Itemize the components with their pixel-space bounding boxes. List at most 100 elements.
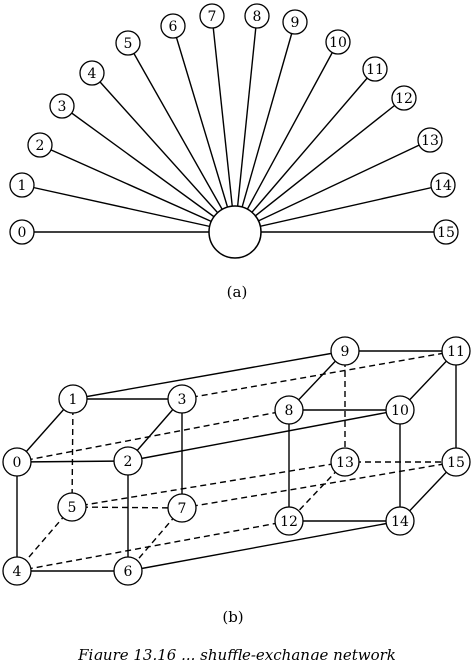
cube-node-13: 13 [330, 447, 360, 477]
cube-node-5: 5 [57, 492, 87, 522]
cube-node-6-label: 6 [124, 564, 133, 580]
cube-node-6: 6 [113, 556, 143, 586]
edge-5-7 [71, 506, 183, 509]
cube-node-11: 11 [441, 336, 471, 366]
edge-1-5 [71, 398, 74, 508]
cube-node-9-circle [330, 336, 360, 366]
star-node-5-label: 5 [124, 36, 133, 52]
cube-node-4: 4 [2, 556, 32, 586]
cube-node-15: 15 [441, 447, 471, 477]
star-node-9-circle [282, 9, 308, 35]
star-node-0-circle [9, 219, 35, 245]
cube-node-5-circle [57, 492, 87, 522]
edge-1-9 [72, 350, 346, 400]
spoke-2 [39, 144, 236, 233]
star-node-14-circle [430, 172, 456, 198]
spoke-3 [61, 105, 236, 233]
cube-node-1-label: 1 [69, 392, 78, 408]
cube-node-10: 10 [385, 395, 415, 425]
star-node-11: 11 [362, 56, 388, 82]
spoke-4 [91, 72, 236, 233]
spoke-1 [21, 184, 236, 233]
cube-node-9-label: 9 [341, 344, 350, 360]
cube-node-12: 12 [274, 506, 304, 536]
cube-node-8: 8 [274, 395, 304, 425]
edge-3-11 [181, 350, 457, 400]
cube-node-7-label: 7 [178, 501, 187, 517]
edge-4-12 [16, 520, 290, 572]
edge-5-13 [71, 461, 346, 508]
cube-node-12-circle [274, 506, 304, 536]
star-node-7-label: 7 [208, 9, 217, 25]
cube-node-15-circle [441, 447, 471, 477]
spoke-12 [234, 97, 405, 233]
cube-node-13-label: 13 [336, 455, 354, 471]
star-node-5-circle [115, 30, 141, 56]
cube-node-4-label: 4 [13, 564, 22, 580]
cube-node-2-label: 2 [124, 454, 133, 470]
edge-2-0 [16, 460, 129, 463]
cube-node-14-label: 14 [391, 514, 409, 530]
star-node-10-label: 10 [329, 35, 347, 51]
star-node-4-circle [79, 60, 105, 86]
spoke-9 [234, 21, 296, 233]
cube-node-14: 14 [385, 506, 415, 536]
star-node-8: 8 [244, 3, 270, 29]
cube-node-2-circle [113, 446, 143, 476]
star-node-15: 15 [433, 219, 459, 245]
star-node-14: 14 [430, 172, 456, 198]
edge-7-15 [181, 461, 457, 509]
figure-footer-caption: Figure 13.16 ... shuffle-exchange networ… [77, 646, 396, 660]
star-node-6: 6 [160, 13, 186, 39]
star-node-6-label: 6 [169, 19, 178, 35]
hypercube-edges [16, 350, 457, 572]
star-node-11-circle [362, 56, 388, 82]
cube-node-7: 7 [167, 493, 197, 523]
cube-node-13-circle [330, 447, 360, 477]
edge-2-10 [127, 409, 401, 462]
hub-circle [208, 205, 262, 259]
cube-node-1: 1 [58, 384, 88, 414]
star-node-15-circle [433, 219, 459, 245]
star-node-13-label: 13 [421, 133, 439, 149]
star-node-10-circle [325, 29, 351, 55]
star-spokes [21, 15, 446, 233]
edge-6-14 [127, 520, 401, 572]
star-node-4: 4 [79, 60, 105, 86]
cube-node-8-circle [274, 395, 304, 425]
star-node-2: 2 [27, 132, 53, 158]
cube-node-11-circle [441, 336, 471, 366]
spoke-14 [234, 184, 444, 233]
cube-node-0-label: 0 [13, 455, 22, 471]
star-node-0-label: 0 [18, 225, 27, 241]
star-node-8-circle [244, 3, 270, 29]
star-node-4-label: 4 [88, 66, 97, 82]
cube-node-9: 9 [330, 336, 360, 366]
star-node-0: 0 [9, 219, 35, 245]
cube-node-1-circle [58, 384, 88, 414]
cube-node-3-label: 3 [178, 392, 187, 408]
spoke-5 [127, 42, 236, 233]
star-node-3-circle [49, 93, 75, 119]
spoke-13 [234, 139, 431, 233]
cube-node-10-label: 10 [391, 403, 409, 419]
star-node-15-label: 15 [437, 225, 455, 241]
star-node-5: 5 [115, 30, 141, 56]
edge-0-8 [16, 409, 290, 463]
spoke-7 [211, 15, 236, 233]
caption-part-a: (a) [227, 283, 248, 301]
cube-node-4-circle [2, 556, 32, 586]
cube-node-6-circle [113, 556, 143, 586]
spoke-6 [172, 25, 236, 233]
star-node-13-circle [417, 127, 443, 153]
star-node-12-circle [391, 85, 417, 111]
star-node-3-label: 3 [58, 99, 67, 115]
cube-node-3: 3 [167, 384, 197, 414]
cube-node-0: 0 [2, 447, 32, 477]
star-node-3: 3 [49, 93, 75, 119]
star-node-1: 1 [9, 172, 35, 198]
spoke-8 [234, 15, 258, 233]
